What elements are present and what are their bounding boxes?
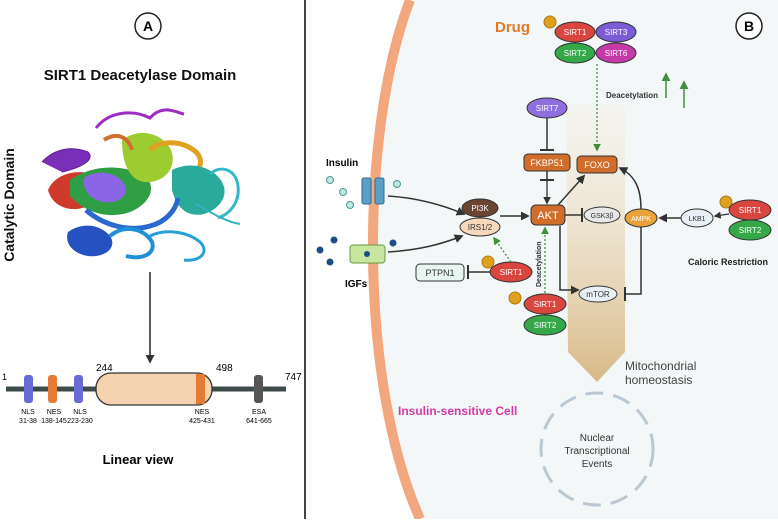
domain-label: NES <box>195 409 210 416</box>
panel-b: B Drug SIRT1 SIRT3 SIRT2 SIRT6 Deacetyla… <box>317 0 778 519</box>
domain-label: NLS <box>21 409 35 416</box>
insulin-receptor-icon <box>362 178 371 204</box>
deacetylation-top-label: Deacetylation <box>606 91 658 100</box>
nucleus-line3: Events <box>582 459 613 470</box>
domain-range: 641-665 <box>246 418 272 425</box>
pos-start: 1 <box>2 372 7 382</box>
ampk-label: AMPK <box>631 216 651 223</box>
domain-label: NLS <box>73 409 87 416</box>
insulin-molecule-icon <box>394 181 401 188</box>
domain-nls-2-bar <box>74 375 83 403</box>
domain-range: 223-230 <box>67 418 93 425</box>
mtor-label: mTOR <box>586 290 610 299</box>
linear-view-label: Linear view <box>103 452 175 467</box>
domain-label: ESA <box>252 409 266 416</box>
ptpn-sirt1-label: SIRT1 <box>500 268 523 277</box>
domain-label: NES <box>47 409 62 416</box>
drug-sirt3-label: SIRT3 <box>605 28 628 37</box>
domain-nes-2-bar <box>196 374 205 404</box>
drug-sirt6-label: SIRT6 <box>605 49 628 58</box>
insulin-molecule-icon <box>327 177 334 184</box>
nucleus-line2: Transcriptional <box>564 446 629 457</box>
drug-sirt1-label: SIRT1 <box>564 28 587 37</box>
signal-beam <box>566 105 625 382</box>
cr-sirt2-label: SIRT2 <box>739 226 762 235</box>
gsk3b-label: GSK3β <box>591 213 614 220</box>
drug-molecule-icon <box>544 16 556 28</box>
igf-molecule-icon <box>390 240 397 247</box>
insulin-molecule-icon <box>347 202 354 209</box>
bottom-molecule-icon <box>509 292 521 304</box>
pos-747: 747 <box>285 372 302 383</box>
domain-nls-1-bar <box>24 375 33 403</box>
drug-sirt2-label: SIRT2 <box>564 49 587 58</box>
cr-sirt1-label: SIRT1 <box>739 206 762 215</box>
badge-a: A <box>143 18 153 34</box>
bottom-sirt2-label: SIRT2 <box>534 321 557 330</box>
bottom-sirt1-label: SIRT1 <box>534 300 557 309</box>
domain-range: 425-431 <box>189 418 215 425</box>
sirt7-label: SIRT7 <box>536 104 559 113</box>
domain-nes-1-bar <box>48 375 57 403</box>
deacetylation-side-label: Deacetylation <box>536 241 543 287</box>
badge-b: B <box>744 18 754 34</box>
domain-range: 138-145 <box>41 418 67 425</box>
domain-range: 31-38 <box>19 418 37 425</box>
domain-esa-bar <box>254 375 263 403</box>
igf-molecule-icon <box>331 237 338 244</box>
insulin-label: Insulin <box>326 158 358 169</box>
igf-bound-icon <box>364 251 370 257</box>
catalytic-domain-box <box>96 373 212 405</box>
insulin-sensitive-cell-label: Insulin-sensitive Cell <box>398 404 517 418</box>
ptpn-molecule-icon <box>482 256 494 268</box>
panel-a-title: SIRT1 Deacetylase Domain <box>44 67 237 84</box>
insulin-molecule-icon <box>340 189 347 196</box>
igf-molecule-icon <box>317 247 324 254</box>
mito-label-line1: Mitochondrial <box>625 359 696 373</box>
protein-structure-image <box>42 110 240 260</box>
ptpn1-label: PTPN1 <box>425 268 454 278</box>
insulin-receptor-icon <box>375 178 384 204</box>
nucleus-line1: Nuclear <box>580 433 615 444</box>
lkb1-label: LKB1 <box>688 216 705 223</box>
drug-label: Drug <box>495 19 530 36</box>
foxo-label: FOXO <box>584 160 610 170</box>
panel-a: A SIRT1 Deacetylase Domain Catalytic Dom… <box>1 13 302 467</box>
catalytic-domain-label: Catalytic Domain <box>1 148 17 262</box>
caloric-restriction-label: Caloric Restriction <box>688 257 768 267</box>
igf-molecule-icon <box>327 259 334 266</box>
pi3k-label: PI3K <box>471 204 489 213</box>
igfs-label: IGFs <box>345 279 368 290</box>
pos-498: 498 <box>216 363 233 374</box>
pos-244: 244 <box>96 363 113 374</box>
mito-label-line2: homeostasis <box>625 373 692 387</box>
fkbp51-label: FKBP51 <box>530 158 564 168</box>
irs-label: IRS1/2 <box>468 223 493 232</box>
akt-label: AKT <box>537 210 559 222</box>
